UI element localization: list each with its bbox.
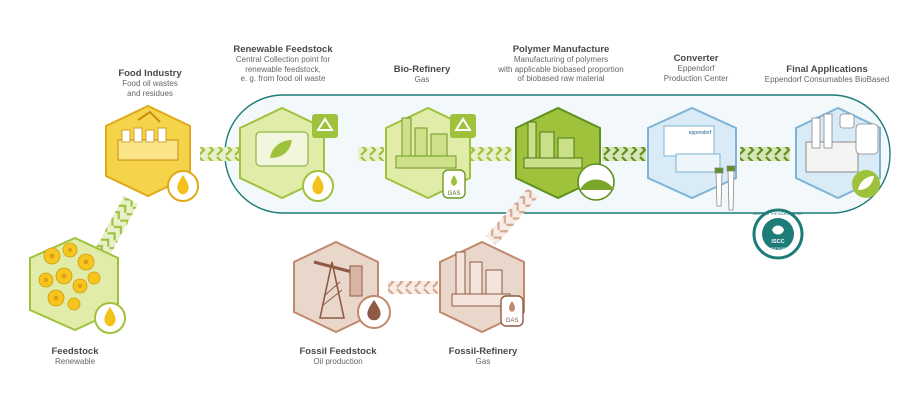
gas-label: GAS: [506, 318, 519, 324]
label-bio-refinery: Bio-Refinery Gas: [382, 64, 462, 85]
final-applications-hexagon: [795, 106, 881, 200]
polymer-manufacture-hexagon: [515, 106, 615, 201]
feedstock-title: Feedstock: [51, 346, 99, 357]
renewable-feedstock-title: Renewable Feedstock: [233, 44, 333, 55]
food-industry-subtitle: Food oil wastes and residues: [122, 79, 178, 98]
label-food-industry: Food Industry Food oil wastes and residu…: [108, 68, 192, 98]
polymer-manufacture-title: Polymer Manufacture: [512, 44, 610, 55]
oil-drop-icon: [94, 302, 126, 334]
label-final-applications: Final Applications Eppendorf Consumables…: [756, 64, 898, 85]
leaf-icon: [852, 170, 880, 198]
connector-polymer-to-converter: [602, 147, 646, 161]
label-converter: Converter Eppendorf Production Center: [656, 53, 736, 83]
oil-drop-icon: [357, 295, 391, 329]
connector-renewable-to-biorefinery: [358, 147, 384, 161]
label-renewable-feedstock: Renewable Feedstock Central Collection p…: [230, 44, 336, 84]
connector-refinery-to-polymer: [486, 188, 538, 245]
feedstock-subtitle: Renewable: [54, 357, 96, 367]
connector-biorefinery-to-polymer: [470, 147, 512, 161]
converter-subtitle: Eppendorf Production Center: [663, 64, 729, 83]
connector-converter-to-final: [740, 147, 790, 161]
food-industry-hexagon: [105, 104, 199, 202]
eppendorf-logo: eppendorf: [689, 130, 712, 136]
label-fossil-refinery: Fossil-Refinery Gas: [440, 346, 526, 367]
iscc-sub: CERTIFIED: [769, 247, 788, 251]
final-applications-title: Final Applications: [786, 64, 868, 75]
oil-drop-icon: [167, 170, 199, 202]
bio-refinery-title: Bio-Refinery: [393, 64, 451, 75]
gas-canister-icon: GAS: [442, 169, 466, 199]
recycle-icon: [450, 114, 476, 138]
fossil-refinery-subtitle: Gas: [475, 357, 491, 367]
fossil-feedstock-hexagon: [293, 240, 391, 334]
polymer-manufacture-subtitle: Manufacturing of polymers with applicabl…: [498, 55, 624, 84]
converter-title: Converter: [673, 53, 719, 64]
label-feedstock: Feedstock Renewable: [40, 346, 110, 367]
iscc-seal-icon: ISCC CERTIFIED MEETING THE BIOECONOMY: [752, 208, 804, 260]
granulate-pile-illustration: [577, 163, 615, 201]
bio-refinery-subtitle: Gas: [414, 75, 430, 85]
fossil-refinery-hexagon: GAS: [439, 240, 525, 334]
connector-food-to-renewable: [200, 147, 242, 161]
renewable-feedstock-hexagon: [239, 106, 338, 202]
final-applications-subtitle: Eppendorf Consumables BioBased: [764, 75, 890, 85]
fossil-refinery-title: Fossil-Refinery: [448, 346, 518, 357]
renewable-feedstock-subtitle: Central Collection point for renewable f…: [235, 55, 331, 84]
gas-canister-icon: GAS: [500, 295, 524, 327]
iscc-name: ISCC: [771, 239, 784, 245]
feedstock-hexagon: [29, 236, 126, 334]
gas-label: GAS: [448, 191, 461, 197]
fossil-feedstock-subtitle: Oil production: [313, 357, 363, 367]
converter-hexagon: eppendorf: [647, 106, 737, 211]
food-industry-title: Food Industry: [118, 68, 182, 79]
connector-fossil-to-refinery: [388, 281, 438, 294]
recycle-icon: [312, 114, 338, 138]
label-polymer-manufacture: Polymer Manufacture Manufacturing of pol…: [490, 44, 632, 84]
iscc-ring-text: MEETING THE BIOECONOMY: [753, 212, 804, 216]
fossil-feedstock-title: Fossil Feedstock: [299, 346, 377, 357]
label-fossil-feedstock: Fossil Feedstock Oil production: [290, 346, 386, 367]
oil-drop-icon: [302, 170, 334, 202]
tubes-illustration: [714, 165, 736, 211]
bio-refinery-hexagon: GAS: [385, 106, 476, 200]
